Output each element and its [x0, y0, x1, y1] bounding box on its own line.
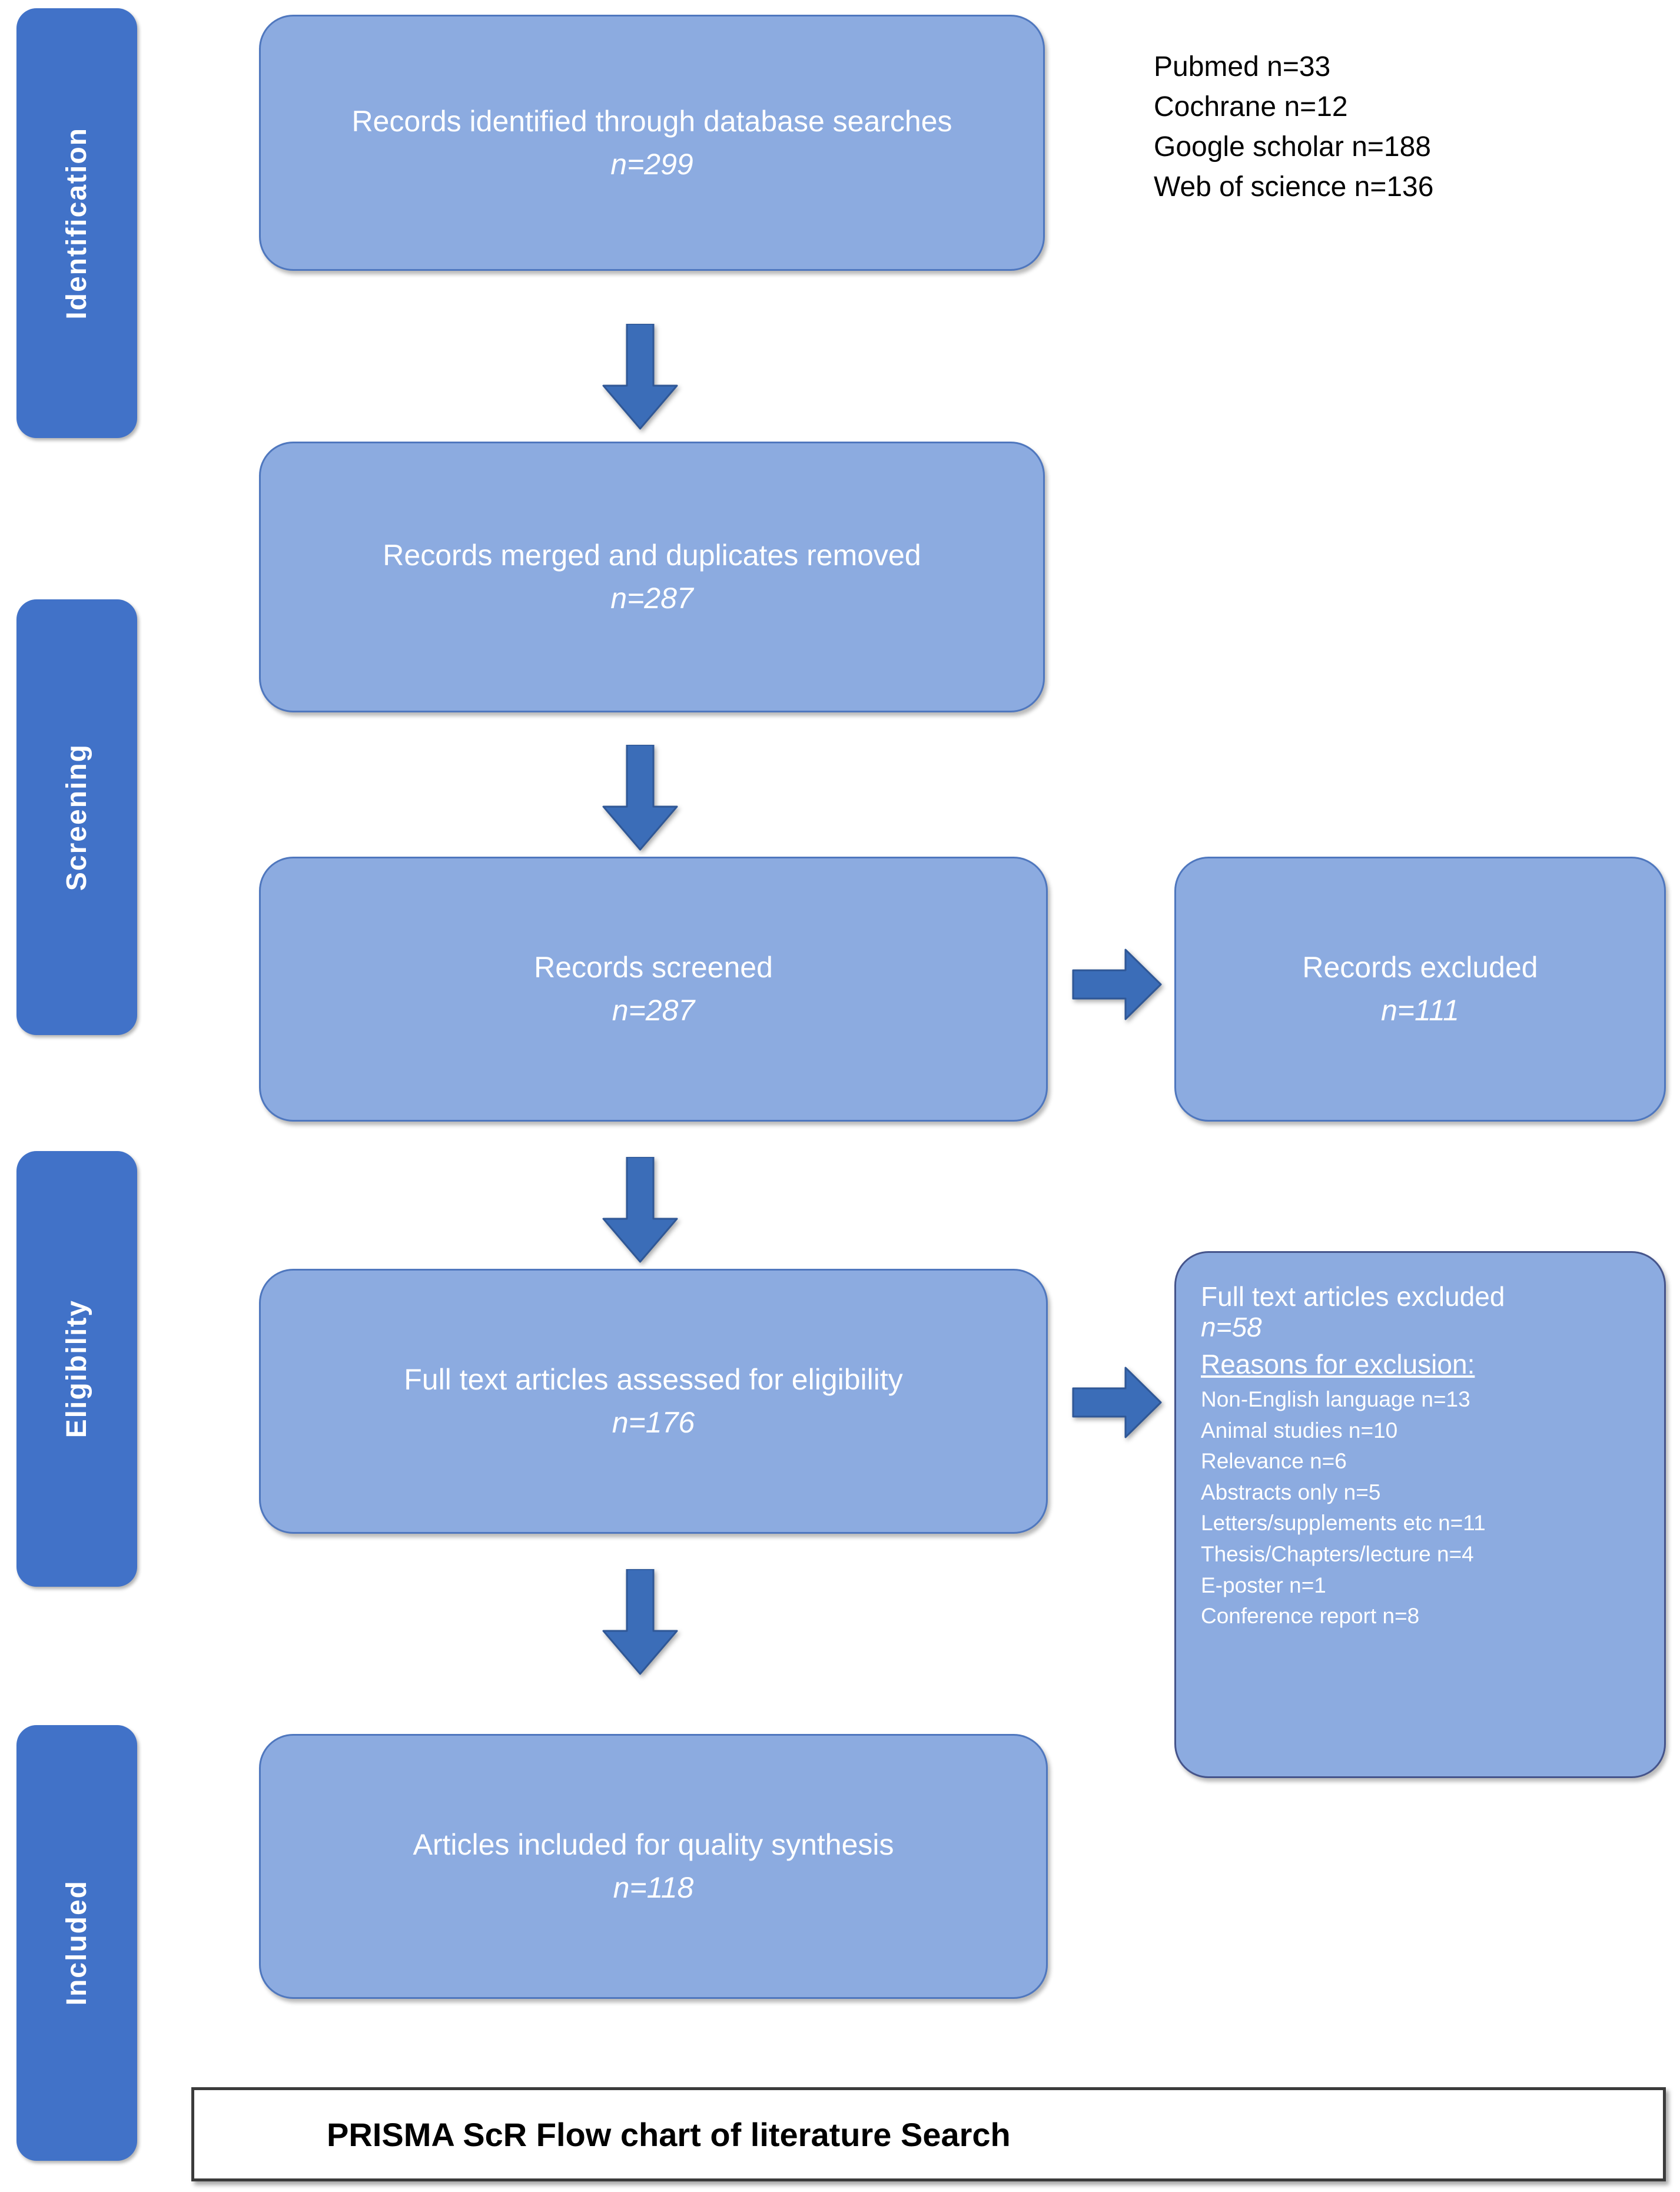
box-records-identified-label: Records identified through database sear…	[351, 104, 952, 138]
stage-ribbon-screening: Screening	[16, 599, 137, 1035]
box-fulltext-excluded-label: Full text articles excluded	[1201, 1281, 1505, 1312]
stage-ribbon-included: Included	[16, 1725, 137, 2161]
arrow-right-screened-to-excluded	[1071, 948, 1163, 1022]
box-records-excluded-label: Records excluded	[1302, 951, 1538, 984]
stage-ribbon-eligibility: Eligibility	[16, 1151, 137, 1587]
list-item: Abstracts only n=5	[1201, 1480, 1381, 1504]
source-pubmed: Pubmed n=33	[1154, 51, 1331, 82]
box-articles-included: Articles included for quality synthesis …	[259, 1734, 1048, 1999]
arrow-down-merged-to-screened	[600, 744, 680, 851]
figure-caption-text: PRISMA ScR Flow chart of literature Sear…	[327, 2115, 1011, 2153]
figure-caption-box: PRISMA ScR Flow chart of literature Sear…	[191, 2087, 1666, 2181]
box-articles-included-count: n=118	[613, 1871, 694, 1904]
stage-label-identification: Identification	[61, 127, 92, 320]
source-web-of-science: Web of science n=136	[1154, 171, 1434, 203]
stage-label-included: Included	[61, 1880, 92, 2006]
list-item: E-poster n=1	[1201, 1573, 1326, 1597]
box-fulltext-assessed: Full text articles assessed for eligibil…	[259, 1269, 1048, 1534]
arrow-down-screened-to-fulltext	[600, 1156, 680, 1263]
box-records-excluded-count: n=111	[1380, 994, 1459, 1027]
arrow-right-fulltext-to-excluded	[1071, 1366, 1163, 1440]
box-fulltext-excluded: Full text articles excluded n=58 Reasons…	[1174, 1251, 1666, 1778]
box-fulltext-excluded-count: n=58	[1201, 1312, 1262, 1343]
box-records-merged-label: Records merged and duplicates removed	[383, 539, 921, 572]
source-google-scholar: Google scholar n=188	[1154, 131, 1431, 163]
stage-label-eligibility: Eligibility	[61, 1299, 92, 1438]
exclusion-reasons-heading: Reasons for exclusion:	[1201, 1348, 1475, 1379]
stage-ribbon-identification: Identification	[16, 8, 137, 438]
box-fulltext-assessed-count: n=176	[612, 1406, 695, 1439]
box-records-identified: Records identified through database sear…	[259, 15, 1045, 271]
list-item: Letters/supplements etc n=11	[1201, 1511, 1486, 1536]
database-source-counts: Pubmed n=33 Cochrane n=12 Google scholar…	[1154, 47, 1433, 208]
exclusion-reasons-list: Non-English language n=13 Animal studies…	[1201, 1384, 1646, 1631]
list-item: Conference report n=8	[1201, 1604, 1420, 1629]
list-item: Non-English language n=13	[1201, 1387, 1470, 1412]
stage-label-screening: Screening	[61, 743, 92, 891]
list-item: Thesis/Chapters/lecture n=4	[1201, 1541, 1474, 1566]
box-records-screened: Records screened n=287	[259, 857, 1048, 1122]
arrow-down-identified-to-merged	[600, 323, 680, 430]
box-records-identified-count: n=299	[610, 147, 693, 181]
arrow-down-fulltext-to-included	[600, 1568, 680, 1675]
list-item: Relevance n=6	[1201, 1449, 1347, 1474]
box-records-screened-count: n=287	[612, 994, 695, 1027]
box-records-merged-count: n=287	[610, 582, 693, 615]
box-articles-included-label: Articles included for quality synthesis	[413, 1828, 894, 1861]
source-cochrane: Cochrane n=12	[1154, 91, 1348, 123]
box-records-merged: Records merged and duplicates removed n=…	[259, 442, 1045, 712]
list-item: Animal studies n=10	[1201, 1418, 1398, 1442]
box-records-screened-label: Records screened	[534, 951, 773, 984]
box-records-excluded: Records excluded n=111	[1174, 857, 1666, 1122]
box-fulltext-assessed-label: Full text articles assessed for eligibil…	[404, 1363, 903, 1396]
